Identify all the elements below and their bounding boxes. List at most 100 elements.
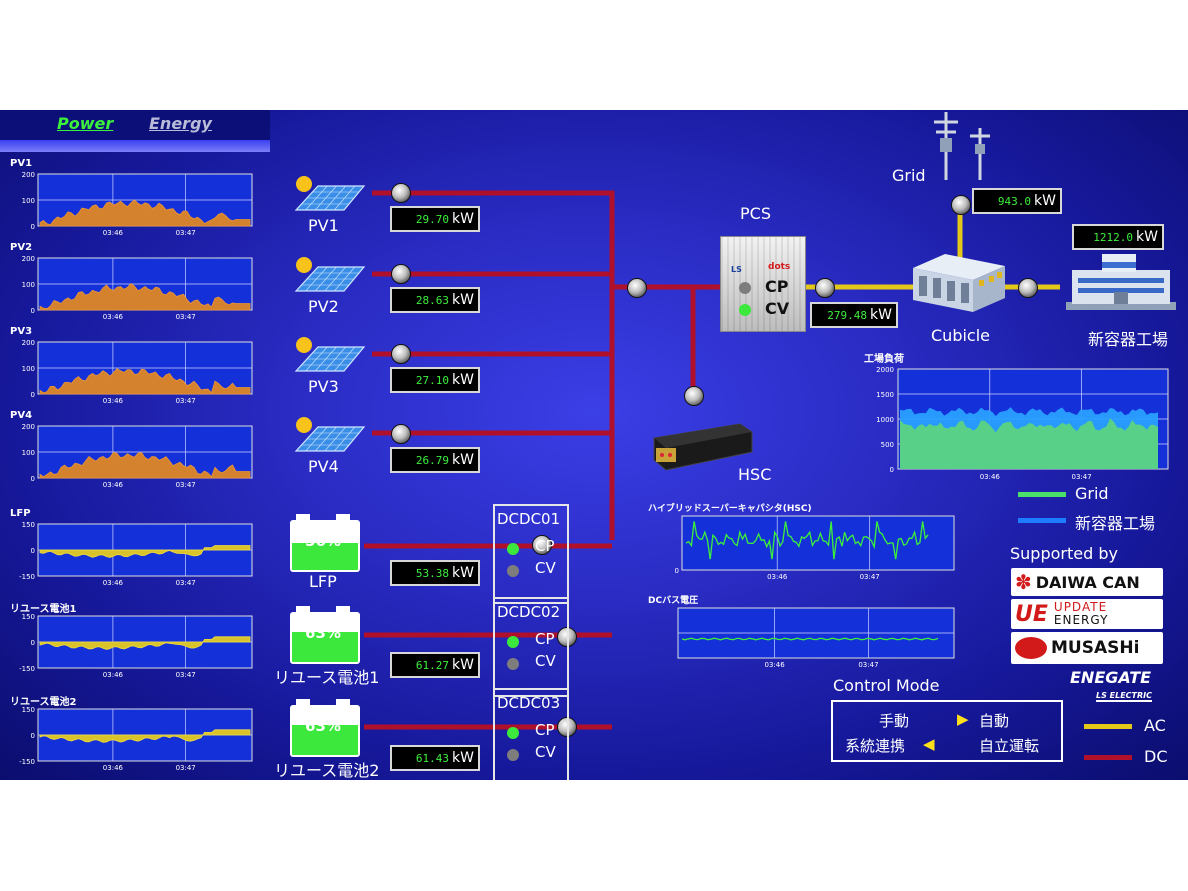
panel-grid-line — [305, 185, 328, 211]
panel-grid-line — [314, 185, 337, 211]
node-hsc — [684, 386, 704, 406]
left-chart-title-0: PV1 — [10, 158, 33, 169]
x-tick-label: 03:46 — [765, 661, 786, 669]
mode-auto[interactable]: 自動 — [979, 712, 1010, 730]
battery-level-fill — [292, 631, 358, 662]
pcs-unit[interactable]: LS dots CP CV — [720, 236, 806, 332]
hsc-label: HSC — [738, 465, 772, 484]
mode-standalone[interactable]: 自立運転 — [979, 737, 1040, 755]
x-tick-label: 03:47 — [176, 313, 196, 321]
battery-terminal — [296, 699, 310, 705]
factory-label: 新容器工場 — [1088, 330, 1169, 349]
panel-grid-line — [324, 266, 346, 292]
dcdc-cv-label: CV — [535, 652, 556, 670]
battery-terminal — [296, 514, 310, 520]
battery-power-area — [39, 636, 251, 650]
solar-panel-icon[interactable] — [290, 415, 366, 457]
legend-ac-label: AC — [1144, 716, 1166, 735]
mode-grid-tie[interactable]: 系統連携 — [845, 737, 906, 755]
pv-power-value: 29.70 — [415, 212, 450, 226]
legend-dc-label: DC — [1144, 747, 1168, 766]
y-tick-label: 1000 — [876, 416, 894, 424]
hsc-chart-title: ハイブリッドスーパーキャパシタ(HSC) — [648, 504, 812, 514]
battery-power-unit: kW — [452, 750, 474, 766]
battery-icon-0[interactable]: 56% — [290, 514, 360, 572]
cubicle-label: Cubicle — [931, 326, 990, 345]
pcs-brand2: dots — [768, 262, 791, 272]
grid-power-value: 943.0 — [997, 194, 1032, 208]
pv-power-area — [39, 282, 251, 311]
mode-manual[interactable]: 手動 — [879, 712, 910, 730]
pv-label-2: PV2 — [308, 297, 339, 316]
pcs-label: PCS — [740, 204, 771, 223]
left-chart-title-4: LFP — [10, 508, 31, 519]
solar-panel-icon[interactable] — [290, 174, 366, 216]
legend-dc-swatch — [1084, 755, 1132, 760]
solar-panel-icon[interactable] — [290, 335, 366, 377]
pcs-power-value: 279.48 — [827, 308, 868, 322]
battery-label-2: リユース電池2 — [274, 761, 380, 780]
y-tick-label: 0 — [31, 391, 35, 399]
legend-ac-swatch — [1084, 724, 1132, 729]
x-tick-label: 03:46 — [103, 313, 124, 321]
musashi-mark-icon — [1015, 637, 1047, 659]
grid-power-unit: kW — [1034, 193, 1056, 209]
utility-pole-icon — [934, 112, 990, 180]
tab-power[interactable]: Power — [57, 114, 114, 133]
y-tick-label: 0 — [31, 547, 35, 555]
battery-percent: 63% — [305, 717, 341, 735]
legend-factory-label: 新容器工場 — [1075, 514, 1156, 533]
dcdc-cv-label: CV — [535, 559, 556, 577]
musashi-text: MUSASHi — [1051, 638, 1140, 658]
battery-icon-1[interactable]: 63% — [290, 606, 360, 664]
y-tick-label: 150 — [22, 706, 35, 714]
x-tick-label: 03:46 — [103, 229, 124, 237]
pcs-power-readout: 279.48 kW — [810, 302, 898, 328]
node-pv2 — [391, 264, 411, 284]
pv-power-unit: kW — [452, 211, 474, 227]
left-chart-title-2: PV3 — [10, 326, 33, 337]
x-tick-label: 03:46 — [980, 473, 1001, 481]
pv-power-value: 27.10 — [415, 373, 450, 387]
panel-grid-line — [334, 266, 356, 292]
x-tick-label: 03:47 — [176, 397, 196, 405]
panel-grid-line — [305, 266, 328, 292]
node-grid — [951, 195, 971, 215]
battery-level-fill — [292, 543, 358, 570]
node-dc-bus — [627, 278, 647, 298]
y-tick-label: 150 — [22, 613, 35, 621]
y-tick-label: -150 — [19, 665, 35, 673]
solar-panel-icon[interactable] — [290, 255, 366, 297]
factory-building-icon[interactable] — [1066, 248, 1176, 312]
pcs-cp-label: CP — [765, 277, 789, 296]
y-tick-label: 100 — [22, 365, 35, 373]
x-tick-label: 03:47 — [1072, 473, 1092, 481]
dcdc-cp-label: CP — [535, 537, 555, 555]
cubicle-icon[interactable] — [905, 250, 1011, 314]
battery-power-value: 53.38 — [415, 566, 450, 580]
tab-energy[interactable]: Energy — [149, 114, 212, 133]
y-tick-label: 0 — [31, 223, 35, 231]
battery-icon-2[interactable]: 63% — [290, 699, 360, 757]
battery-power-value: 61.27 — [415, 658, 450, 672]
y-tick-label: 0 — [31, 639, 35, 647]
pcs-cv-indicator — [739, 304, 751, 316]
battery-percent: 56% — [305, 532, 341, 550]
hsc-module-icon[interactable] — [648, 422, 758, 478]
control-mode-panel: 手動 ▶ 自動 系統連携 ◀ 自立運転 — [831, 700, 1063, 762]
pv-power-value: 26.79 — [415, 453, 450, 467]
